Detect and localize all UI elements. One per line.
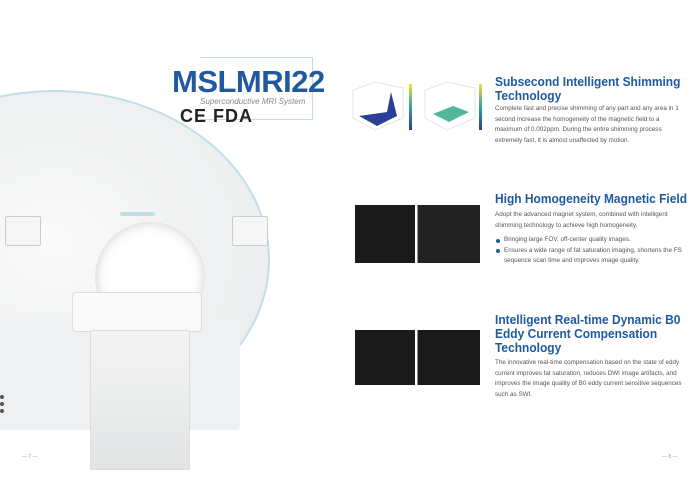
homogeneity-mri-scans bbox=[355, 205, 480, 263]
certification-logos: CE FDA bbox=[180, 106, 253, 126]
bullet-item: Ensures a wide range of fat saturation i… bbox=[495, 246, 685, 267]
mri-machine-image bbox=[0, 0, 340, 478]
section-title-homogeneity: High Homogeneity Magnetic Field bbox=[495, 191, 688, 206]
bullet-item: Bringing large FOV, off-center quality i… bbox=[495, 235, 685, 246]
logo-frame bbox=[200, 57, 313, 120]
section-title-eddy-current: Intelligent Real-time Dynamic B0 Eddy Cu… bbox=[495, 312, 681, 355]
section-body-homogeneity: Adopt the advanced magnet system, combin… bbox=[495, 210, 685, 267]
product-subtitle: Superconductive MRI System bbox=[200, 97, 306, 106]
shimming-plots-image bbox=[345, 78, 485, 138]
homogeneity-intro: Adopt the advanced magnet system, combin… bbox=[495, 211, 668, 229]
page-number-left-value: 7 bbox=[28, 454, 32, 460]
spine-mri-scans bbox=[355, 330, 480, 385]
section-title-shimming: Subsecond Intelligent Shimming Technolog… bbox=[495, 74, 681, 103]
page-number-right: — 8 — bbox=[662, 454, 678, 460]
product-model: MSLMRI22 bbox=[172, 64, 325, 99]
page-number-right-value: 8 bbox=[668, 454, 672, 460]
section-body-shimming: Complete fast and precise shimming of an… bbox=[495, 105, 679, 144]
section-body-eddy-current: The innovative real-time compensation ba… bbox=[495, 359, 682, 398]
page-number-left: — 7 — bbox=[22, 454, 38, 460]
